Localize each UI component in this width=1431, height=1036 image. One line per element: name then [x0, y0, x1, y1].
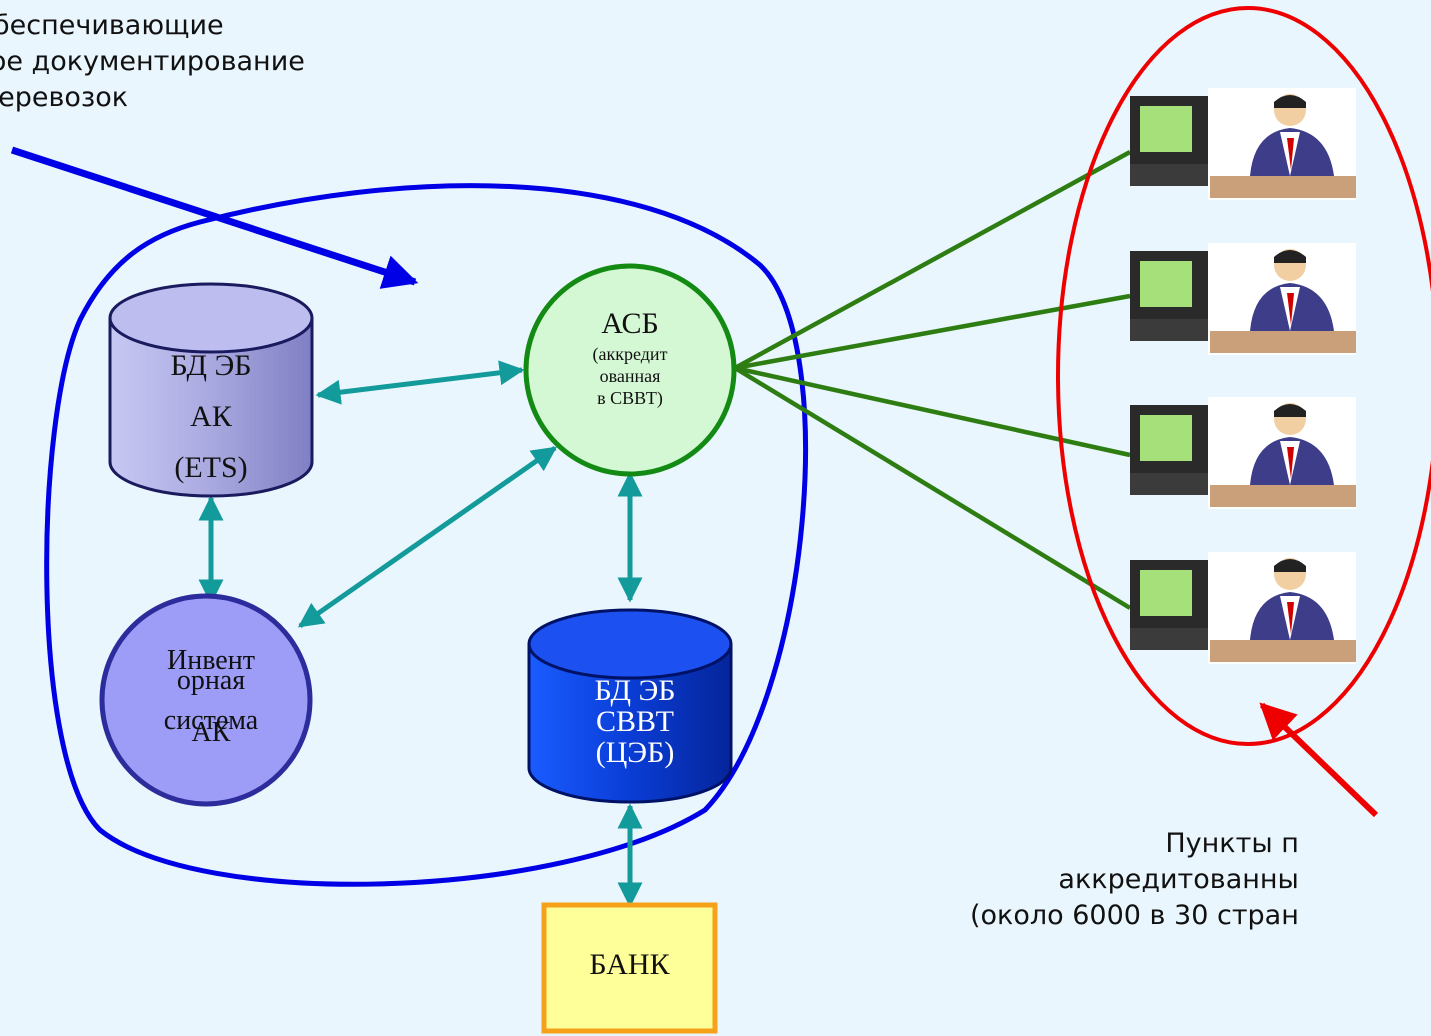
- asb-line-2: ованная: [599, 366, 661, 386]
- asb-node: [523, 263, 737, 477]
- top-caption: ы, обеспечивающие онное документирование…: [0, 8, 305, 116]
- asb-line-3: в СВВТ): [597, 388, 663, 408]
- link-dbak-asb: [315, 360, 525, 405]
- asb-label: АСБ (аккредит ованная в СВВТ): [560, 305, 700, 409]
- db-svvt-line-1: БД ЭБ: [594, 674, 676, 707]
- points-caption: Пункты п аккредитованны (около 6000 в 30…: [970, 826, 1299, 934]
- top-caption-line-1: ы, обеспечивающие: [0, 10, 224, 41]
- agent-terminal-4: [1130, 552, 1356, 664]
- caption-pointer-arrow: [10, 146, 419, 289]
- db-ak-label-line-3: (ETS): [174, 451, 248, 484]
- db-ak-cylinder: [108, 282, 314, 498]
- network-link-3: [734, 365, 1131, 458]
- agent-terminal-3: [1130, 397, 1356, 509]
- agents-pointer-arrow: [1259, 702, 1379, 818]
- network-links: [733, 150, 1132, 610]
- top-caption-line-2: онное документирование: [0, 46, 305, 77]
- data-links: [198, 360, 643, 908]
- link-inventory-asb: [297, 445, 558, 629]
- asb-title: АСБ: [601, 307, 659, 340]
- inventory-line-3: система: [163, 705, 259, 736]
- asb-line-1: (аккредит: [592, 344, 668, 364]
- inventory-line-4: АК: [191, 717, 231, 748]
- db-svvt-line-2: СВВТ: [596, 705, 674, 738]
- system-boundary: [44, 183, 808, 887]
- bank-label: БАНК: [589, 948, 670, 981]
- db-ak-label: БД ЭБ АК (ETS): [131, 340, 291, 493]
- points-caption-line-3: (около 6000 в 30 стран: [970, 900, 1299, 931]
- db-svvt-cylinder: [527, 608, 733, 804]
- bank-node: [541, 902, 718, 1034]
- agent-terminal-2: [1130, 243, 1356, 355]
- points-caption-line-1: Пункты п: [1165, 828, 1299, 859]
- network-link-1: [733, 150, 1132, 370]
- db-svvt-line-3: (ЦЭБ): [595, 736, 675, 769]
- db-ak-label-line-1: БД ЭБ: [170, 349, 252, 382]
- agents-ellipse: [1056, 6, 1431, 746]
- inventory-line-1: Инвент: [167, 645, 255, 676]
- top-caption-line-3: ки перевозок: [0, 82, 129, 113]
- db-svvt-label: БД ЭБ СВВТ (ЦЭБ): [575, 675, 695, 768]
- db-ak-label-line-2: АК: [190, 400, 232, 433]
- inventory-label: Инвент орная система АК: [136, 645, 286, 765]
- points-caption-line-2: аккредитованны: [1058, 864, 1299, 895]
- inventory-line-2: орная: [176, 665, 246, 696]
- agent-terminal-1: [1130, 88, 1356, 200]
- network-link-4: [733, 366, 1132, 610]
- network-link-2: [734, 293, 1131, 371]
- inventory-node: [99, 593, 313, 807]
